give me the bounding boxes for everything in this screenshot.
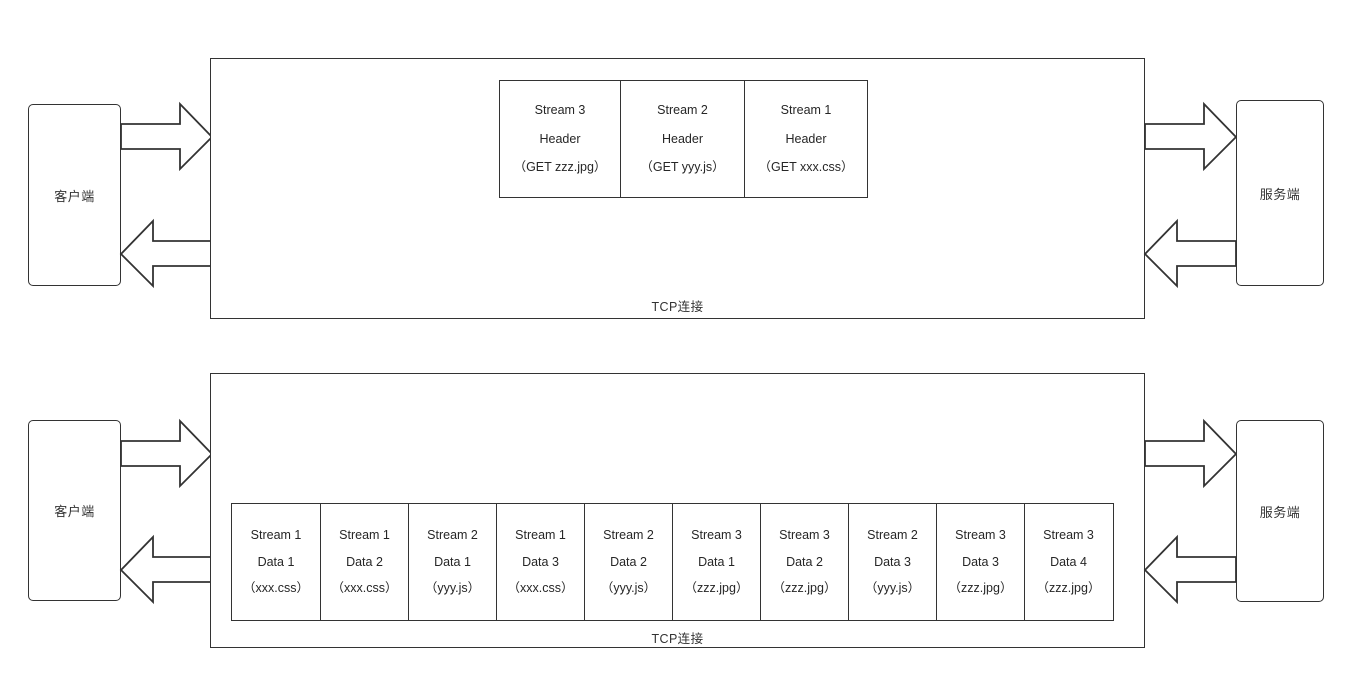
frame-payload-label: （zzz.jpg） bbox=[1036, 581, 1101, 596]
server-to-client-arrow-top-right bbox=[1143, 218, 1237, 289]
data-frame-cell: Stream 2 Data 2 （yyy.js） bbox=[584, 503, 673, 621]
frame-kind-label: Data 3 bbox=[522, 554, 559, 569]
header-frame-group: Stream 3 Header （GET zzz.jpg） Stream 2 H… bbox=[499, 80, 868, 198]
frame-payload-label: （zzz.jpg） bbox=[948, 581, 1013, 596]
data-frame-cell: Stream 1 Data 1 （xxx.css） bbox=[231, 503, 321, 621]
frame-kind-label: Data 2 bbox=[610, 554, 647, 569]
frame-stream-label: Stream 3 bbox=[779, 528, 830, 543]
server-to-client-arrow-bottom-right bbox=[1143, 534, 1237, 605]
server-to-client-arrow-bottom bbox=[119, 534, 213, 605]
frame-payload-label: （GET xxx.css） bbox=[758, 160, 854, 175]
frame-kind-label: Data 3 bbox=[874, 554, 911, 569]
header-frame-cell: Stream 2 Header （GET yyy.js） bbox=[621, 80, 745, 198]
data-frame-cell: Stream 3 Data 2 （zzz.jpg） bbox=[760, 503, 849, 621]
frame-payload-label: （GET zzz.jpg） bbox=[513, 160, 607, 175]
client-to-server-arrow-top bbox=[120, 101, 214, 172]
frame-payload-label: （yyy.js） bbox=[864, 581, 921, 596]
frame-stream-label: Stream 1 bbox=[250, 528, 302, 543]
frame-stream-label: Stream 1 bbox=[339, 528, 390, 543]
data-frame-cell: Stream 1 Data 3 （xxx.css） bbox=[495, 503, 586, 621]
tcp-connection-label-bottom: TCP连接 bbox=[651, 632, 704, 646]
frame-kind-label: Header bbox=[662, 131, 703, 146]
frame-stream-label: Stream 2 bbox=[657, 103, 708, 118]
header-frame-cell: Stream 1 Header （GET xxx.css） bbox=[745, 80, 868, 198]
frame-stream-label: Stream 3 bbox=[691, 528, 742, 543]
frame-payload-label: （xxx.css） bbox=[331, 581, 398, 596]
frame-payload-label: （xxx.css） bbox=[243, 581, 309, 596]
tcp-connection-label-top: TCP连接 bbox=[651, 300, 704, 314]
client-node-top-label: 客户端 bbox=[54, 188, 95, 204]
client-to-server-arrow-bottom bbox=[120, 418, 214, 489]
frame-stream-label: Stream 3 bbox=[1043, 528, 1094, 543]
data-frame-cell: Stream 1 Data 2 （xxx.css） bbox=[319, 503, 410, 621]
frame-payload-label: （zzz.jpg） bbox=[772, 581, 837, 596]
frame-payload-label: （yyy.js） bbox=[600, 581, 657, 596]
frame-kind-label: Header bbox=[539, 131, 581, 146]
data-frame-cell: Stream 2 Data 3 （yyy.js） bbox=[847, 503, 938, 621]
frame-kind-label: Data 1 bbox=[698, 554, 735, 569]
frame-payload-label: （GET yyy.js） bbox=[640, 160, 725, 175]
server-to-client-arrow-top bbox=[119, 218, 213, 289]
data-frame-cell: Stream 2 Data 1 （yyy.js） bbox=[408, 503, 497, 621]
frame-stream-label: Stream 2 bbox=[867, 528, 918, 543]
frame-stream-label: Stream 1 bbox=[515, 528, 566, 543]
client-node-bottom: 客户端 bbox=[28, 420, 121, 601]
client-to-server-arrow-bottom-right bbox=[1144, 418, 1238, 489]
client-node-top: 客户端 bbox=[28, 104, 121, 286]
data-frame-cell: Stream 3 Data 4 （zzz.jpg） bbox=[1023, 503, 1114, 621]
frame-kind-label: Data 1 bbox=[434, 554, 471, 569]
frame-payload-label: （xxx.css） bbox=[507, 581, 574, 596]
server-node-top: 服务端 bbox=[1236, 100, 1324, 286]
frame-kind-label: Data 2 bbox=[786, 554, 823, 569]
frame-kind-label: Data 1 bbox=[257, 554, 295, 569]
frame-kind-label: Header bbox=[785, 131, 827, 146]
frame-kind-label: Data 2 bbox=[346, 554, 383, 569]
frame-payload-label: （yyy.js） bbox=[424, 581, 481, 596]
server-node-bottom-label: 服务端 bbox=[1259, 504, 1301, 520]
data-frame-group: Stream 1 Data 1 （xxx.css） Stream 1 Data … bbox=[231, 503, 1114, 621]
frame-stream-label: Stream 3 bbox=[534, 103, 586, 118]
server-node-top-label: 服务端 bbox=[1259, 186, 1301, 202]
frame-kind-label: Data 3 bbox=[962, 554, 999, 569]
server-node-bottom: 服务端 bbox=[1236, 420, 1324, 602]
frame-stream-label: Stream 2 bbox=[603, 528, 654, 543]
client-to-server-arrow-top-right bbox=[1144, 101, 1238, 172]
frame-stream-label: Stream 3 bbox=[955, 528, 1006, 543]
frame-stream-label: Stream 2 bbox=[427, 528, 478, 543]
frame-stream-label: Stream 1 bbox=[780, 103, 832, 118]
header-frame-cell: Stream 3 Header （GET zzz.jpg） bbox=[499, 80, 621, 198]
frame-kind-label: Data 4 bbox=[1050, 554, 1087, 569]
data-frame-cell: Stream 3 Data 1 （zzz.jpg） bbox=[671, 503, 762, 621]
client-node-bottom-label: 客户端 bbox=[54, 504, 95, 519]
data-frame-cell: Stream 3 Data 3 （zzz.jpg） bbox=[936, 503, 1025, 621]
frame-payload-label: （zzz.jpg） bbox=[684, 581, 749, 596]
